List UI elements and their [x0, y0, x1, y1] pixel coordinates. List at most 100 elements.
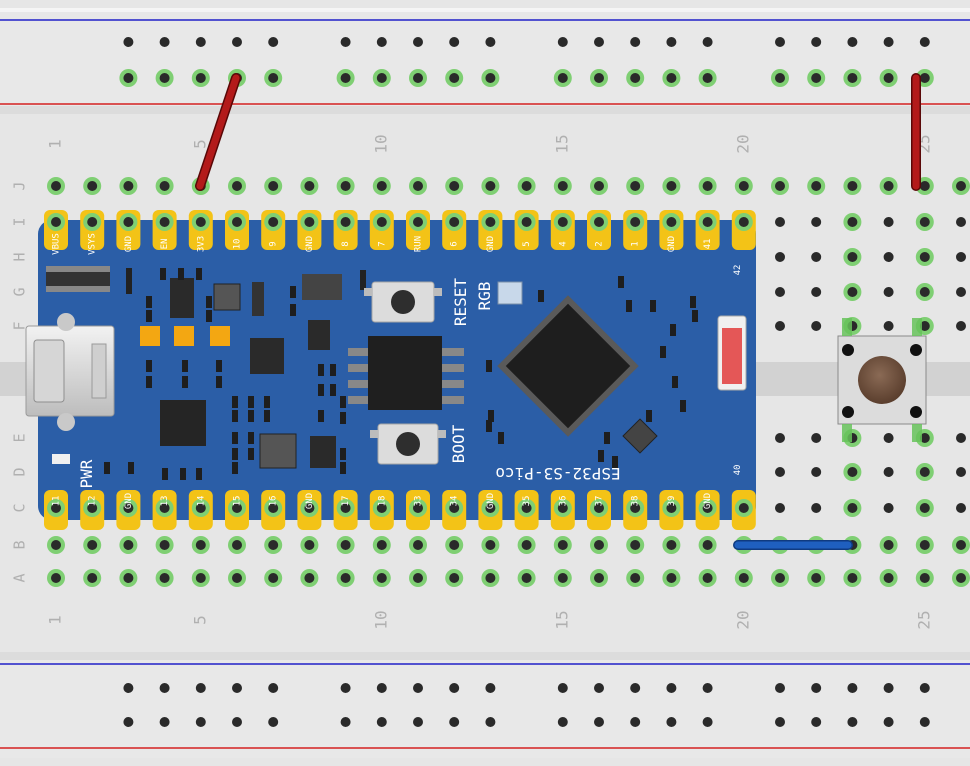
pin-hole — [557, 503, 568, 513]
breadboard-hole — [87, 540, 98, 550]
smd-passive — [290, 286, 296, 298]
breadboard-hole — [159, 181, 170, 191]
breadboard-hole — [666, 181, 677, 191]
smd-passive — [670, 324, 676, 336]
pin-label: GND — [305, 493, 315, 509]
breadboard-hole — [232, 573, 242, 583]
breadboard-hole — [557, 573, 568, 583]
breadboard-hole — [485, 540, 496, 550]
breadboard-hole — [376, 573, 387, 583]
pin-hole — [485, 503, 496, 513]
pin-hole — [485, 217, 496, 227]
row-letter: I — [11, 217, 29, 226]
breadboard-hole — [847, 217, 858, 227]
pin-label: 2 — [595, 241, 605, 246]
boot-button[interactable] — [370, 423, 446, 465]
breadboard-hole — [159, 540, 170, 550]
rail-hole — [883, 37, 894, 47]
rail-hole — [340, 683, 351, 693]
breadboard-hole — [123, 181, 134, 191]
smd-passive — [340, 412, 346, 424]
breadboard-hole — [919, 181, 930, 191]
pin-label: 9 — [269, 241, 279, 246]
breadboard-hole — [919, 287, 930, 297]
smd-passive — [206, 296, 212, 308]
rail-hole — [557, 683, 568, 693]
breadboard-hole — [304, 540, 315, 550]
rail-hole — [919, 73, 930, 83]
rail-hole — [847, 717, 858, 727]
smd-passive — [178, 268, 184, 280]
pin-label: 35 — [522, 496, 532, 507]
pin-label: 16 — [269, 496, 279, 507]
column-number: 20 — [733, 134, 752, 153]
rail-hole — [268, 37, 279, 47]
pin-hole — [340, 217, 351, 227]
rail-hole — [232, 37, 242, 47]
reset-button[interactable] — [364, 281, 442, 323]
breadboard-hole — [847, 573, 858, 583]
pin-hole — [304, 217, 315, 227]
column-number: 20 — [733, 610, 752, 629]
pin-hole — [413, 503, 423, 513]
breadboard-hole — [919, 217, 930, 227]
breadboard-hole — [847, 467, 858, 477]
smd-passive — [660, 346, 666, 358]
red-wire-3v3[interactable] — [195, 73, 241, 191]
breadboard-hole — [847, 252, 858, 262]
rail-hole — [159, 73, 170, 83]
rail-hole — [340, 73, 351, 83]
breadboard-hole — [956, 287, 966, 297]
rail-hole — [376, 683, 387, 693]
button-pin — [842, 406, 854, 418]
smd-passive — [264, 410, 270, 422]
breadboard-hole — [449, 540, 460, 550]
rail-hole — [485, 717, 496, 727]
pin-label: GND — [124, 236, 134, 252]
rail-hole — [485, 683, 496, 693]
breadboard-hole — [811, 181, 822, 191]
rail-hole — [376, 717, 387, 727]
breadboard-hole — [956, 181, 966, 191]
rail-hole — [775, 73, 785, 83]
smd-passive — [672, 376, 678, 388]
smd-passive — [182, 376, 188, 388]
breadboard-hole — [883, 503, 894, 513]
smd-passive — [232, 396, 238, 408]
breadboard-hole — [811, 573, 822, 583]
breadboard-hole — [340, 573, 351, 583]
breadboard-hole — [666, 540, 677, 550]
rail-hole — [232, 717, 242, 727]
pin-hole — [449, 217, 460, 227]
rail-hole — [159, 37, 170, 47]
pin-hole — [268, 217, 279, 227]
smd-passive — [340, 462, 346, 474]
rail-hole — [630, 683, 641, 693]
breadboard-hole — [811, 217, 822, 227]
pin-label: 17 — [341, 496, 351, 507]
rail-hole — [775, 37, 785, 47]
breadboard-hole — [594, 540, 604, 550]
push-button[interactable] — [837, 318, 927, 442]
breadboard-hole — [232, 181, 242, 191]
pin-40-label: 40 — [733, 465, 743, 476]
rail-hole — [449, 73, 460, 83]
breadboard-hole — [883, 217, 894, 227]
rail-hole — [232, 683, 242, 693]
breadboard-hole — [775, 573, 785, 583]
pin-hole — [702, 217, 713, 227]
pin-label: 6 — [450, 241, 460, 246]
column-number: 25 — [914, 610, 933, 629]
rgb-led — [497, 281, 523, 305]
pin-hole — [738, 217, 749, 227]
pin-label: 11 — [52, 496, 62, 507]
breadboard-hole — [557, 540, 568, 550]
board-name-label: ESP32-S3-Pico — [495, 464, 620, 483]
breadboard-hole — [775, 503, 785, 513]
breadboard-hole — [702, 573, 713, 583]
rail-hole — [195, 37, 206, 47]
smd-passive — [498, 432, 504, 444]
rail-hole — [195, 73, 206, 83]
breadboard-hole — [51, 540, 61, 550]
